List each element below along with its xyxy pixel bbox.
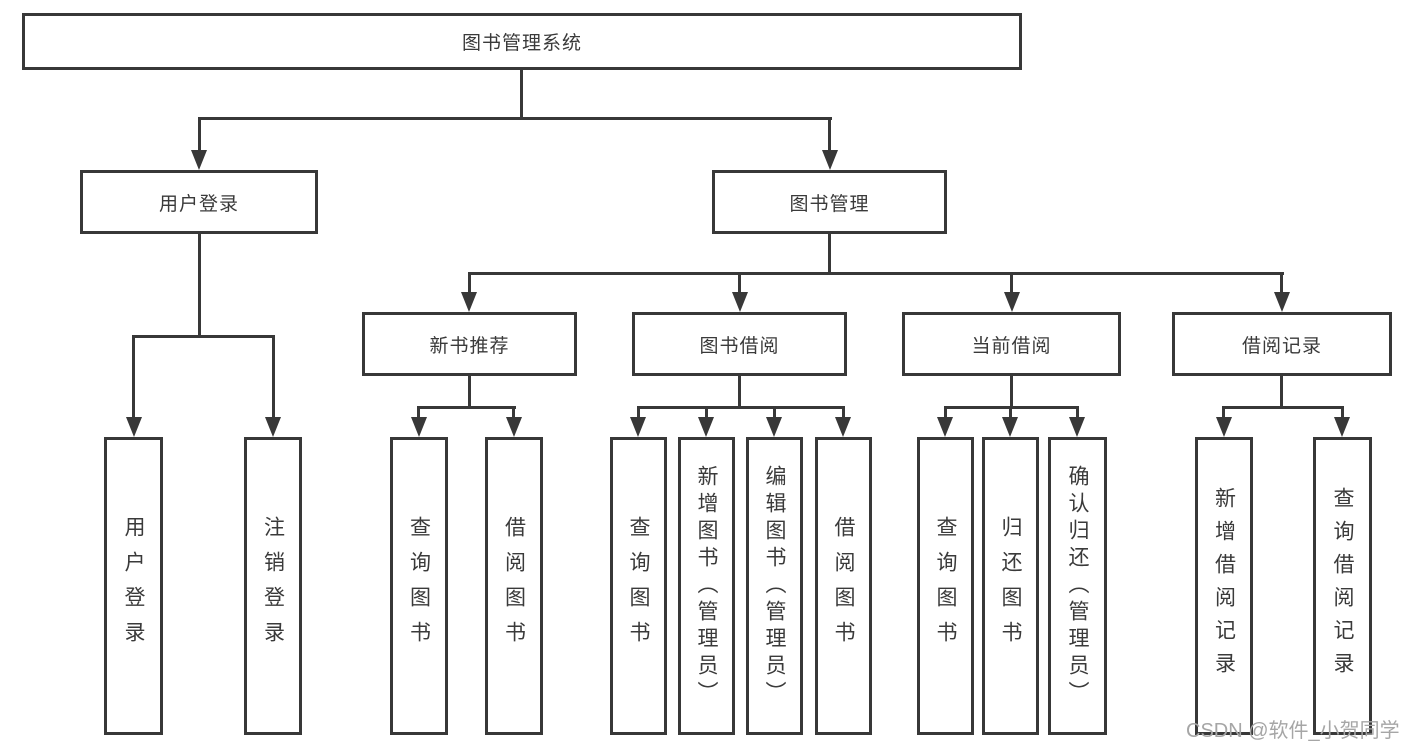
- arrow-down-icon: [265, 417, 281, 437]
- connector-line: [417, 406, 420, 420]
- arrow-down-icon: [937, 417, 953, 437]
- leaf-label: 用户登录: [122, 516, 145, 656]
- leaf-label: 查询借阅记录: [1331, 487, 1354, 685]
- node-label: 用户登录: [158, 193, 239, 215]
- arrow-down-icon: [1069, 417, 1085, 437]
- leaf-label: 新增图书（管理员）: [695, 464, 718, 708]
- connector-line: [272, 335, 275, 420]
- leaf-add-borrow-record: 新增借阅记录: [1195, 437, 1253, 735]
- node-label: 新书推荐: [429, 335, 510, 357]
- watermark: CSDN @软件_小贺同学: [1186, 720, 1400, 742]
- connector-line: [944, 406, 947, 420]
- leaf-edit-books-admin: 编辑图书（管理员）: [746, 437, 803, 735]
- arrow-down-icon: [822, 150, 838, 170]
- node-book-borrow: 图书借阅: [632, 312, 847, 376]
- node-borrow-records: 借阅记录: [1172, 312, 1392, 376]
- connector-line: [132, 335, 135, 420]
- arrow-down-icon: [1216, 417, 1232, 437]
- arrow-down-icon: [1334, 417, 1350, 437]
- arrow-down-icon: [191, 150, 207, 170]
- connector-line: [705, 406, 708, 420]
- node-root-label: 图书管理系统: [461, 33, 582, 54]
- leaf-label: 新增借阅记录: [1212, 487, 1236, 685]
- connector-line: [1222, 406, 1344, 409]
- leaf-query-books-borrow: 查询图书: [610, 437, 667, 735]
- arrow-down-icon: [630, 417, 646, 437]
- connector-line: [132, 335, 275, 338]
- leaf-query-books-current: 查询图书: [917, 437, 974, 735]
- node-label: 图书借阅: [699, 335, 780, 357]
- connector-line: [468, 272, 1284, 275]
- connector-line: [637, 406, 640, 420]
- node-label: 借阅记录: [1241, 335, 1322, 357]
- connector-line: [828, 117, 831, 151]
- connector-line: [198, 117, 832, 120]
- leaf-confirm-return-admin: 确认归还（管理员）: [1048, 437, 1107, 735]
- connector-line: [520, 70, 523, 120]
- leaf-query-borrow-record: 查询借阅记录: [1313, 437, 1372, 735]
- connector-line: [1010, 272, 1013, 296]
- connector-line: [1009, 406, 1012, 420]
- arrow-down-icon: [698, 417, 714, 437]
- arrow-down-icon: [461, 292, 477, 312]
- connector-line: [1280, 272, 1283, 296]
- connector-line: [828, 234, 831, 275]
- connector-line: [738, 376, 741, 409]
- leaf-add-books-admin: 新增图书（管理员）: [678, 437, 735, 735]
- arrow-down-icon: [1004, 292, 1020, 312]
- connector-line: [1076, 406, 1079, 420]
- leaf-label: 借阅图书: [832, 516, 855, 656]
- connector-line: [512, 406, 515, 420]
- connector-line: [1222, 406, 1225, 420]
- connector-line: [468, 272, 471, 296]
- leaf-label: 编辑图书（管理员）: [763, 464, 786, 708]
- arrow-down-icon: [411, 417, 427, 437]
- arrow-down-icon: [835, 417, 851, 437]
- connector-line: [1341, 406, 1344, 420]
- leaf-label: 查询图书: [407, 516, 431, 656]
- connector-line: [198, 234, 201, 336]
- leaf-borrow-books-recommend: 借阅图书: [485, 437, 543, 735]
- arrow-down-icon: [1002, 417, 1018, 437]
- connector-line: [1280, 376, 1283, 409]
- arrow-down-icon: [506, 417, 522, 437]
- leaf-label: 注销登录: [261, 516, 285, 656]
- leaf-user-login: 用户登录: [104, 437, 163, 735]
- connector-line: [773, 406, 776, 420]
- node-current-borrow: 当前借阅: [902, 312, 1121, 376]
- node-label: 当前借阅: [971, 335, 1052, 357]
- connector-line: [198, 117, 201, 151]
- leaf-borrow-books: 借阅图书: [815, 437, 872, 735]
- node-user-login: 用户登录: [80, 170, 318, 234]
- connector-line: [637, 406, 845, 409]
- node-root: 图书管理系统: [22, 13, 1022, 70]
- leaf-label: 查询图书: [627, 516, 650, 656]
- leaf-return-books: 归还图书: [982, 437, 1039, 735]
- connector-line: [417, 406, 516, 409]
- leaf-query-books-recommend: 查询图书: [390, 437, 448, 735]
- connector-line: [738, 272, 741, 296]
- leaf-logout: 注销登录: [244, 437, 302, 735]
- arrow-down-icon: [1274, 292, 1290, 312]
- leaf-label: 归还图书: [999, 516, 1022, 656]
- arrow-down-icon: [126, 417, 142, 437]
- connector-line: [468, 376, 471, 409]
- leaf-label: 确认归还（管理员）: [1066, 464, 1089, 708]
- connector-line: [1010, 376, 1013, 409]
- node-label: 图书管理: [789, 193, 870, 215]
- connector-line: [842, 406, 845, 420]
- arrow-down-icon: [732, 292, 748, 312]
- leaf-label: 借阅图书: [502, 516, 526, 656]
- node-book-management: 图书管理: [712, 170, 947, 234]
- arrow-down-icon: [766, 417, 782, 437]
- node-new-book-recommend: 新书推荐: [362, 312, 577, 376]
- leaf-label: 查询图书: [934, 516, 957, 656]
